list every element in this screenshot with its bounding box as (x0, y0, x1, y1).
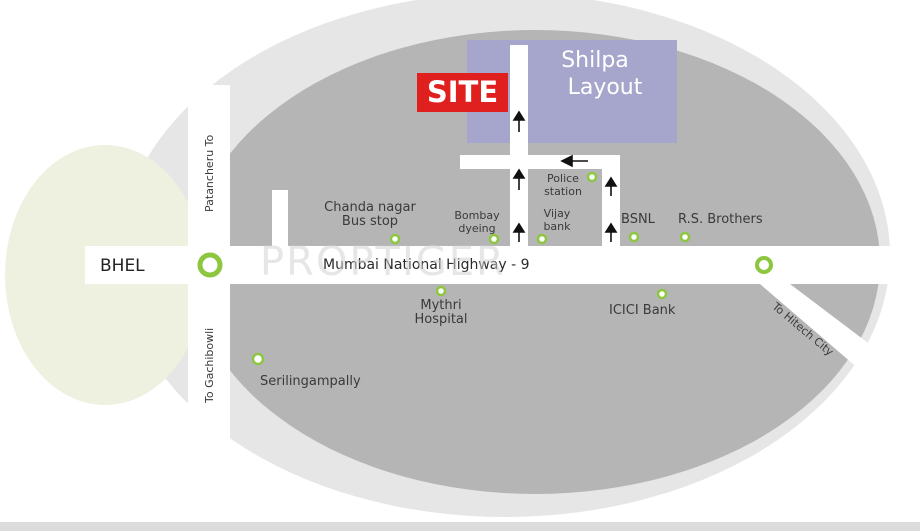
marker-bombay-dyeing (488, 233, 500, 245)
label-serilingampally: Serilingampally (260, 374, 361, 389)
label-vijay-bank-l1: Vijay (543, 207, 571, 220)
arrow-up-5 (604, 222, 618, 242)
arrow-up-3 (512, 222, 526, 242)
label-bombay-dyeing-l2: dyeing (458, 222, 496, 235)
label-rs-brothers: R.S. Brothers (678, 212, 763, 227)
road-right-branch (602, 155, 620, 246)
label-chanda-nagar-l1: Chanda nagar (324, 200, 416, 215)
highway-label: Mumbai National Highway - 9 (323, 257, 530, 273)
label-icici: ICICI Bank (609, 303, 676, 318)
arrow-up-1 (512, 110, 526, 132)
marker-police-station (586, 171, 598, 183)
arrow-up-2 (512, 168, 526, 190)
label-vijay-bank-l2: bank (543, 220, 571, 233)
road-cross (460, 155, 620, 169)
label-mythri-l2: Hospital (414, 312, 468, 327)
marker-rs-brothers (679, 231, 691, 243)
watermark: PROPTIGER (260, 239, 506, 285)
arrow-up-4 (604, 176, 618, 196)
label-police-station-l1: Police (547, 172, 579, 185)
marker-mythri (435, 285, 447, 297)
road-stub (272, 190, 288, 246)
origin-label: BHEL (100, 256, 145, 276)
site-label: SITE (426, 75, 499, 109)
project-name-line1: Shilpa (561, 48, 629, 73)
road-hitech-city (760, 284, 880, 370)
label-police-station-l2: station (544, 185, 582, 198)
label-bsnl: BSNL (621, 212, 655, 227)
bottom-strip (0, 522, 920, 531)
marker-chanda-nagar (389, 233, 401, 245)
direction-patancheru: Patancheru To (203, 134, 216, 212)
road-site-main (510, 45, 528, 246)
marker-vijay-bank (536, 233, 548, 245)
site-badge (417, 73, 508, 112)
marker-serilingampally (251, 352, 265, 366)
label-chanda-nagar-l2: Bus stop (341, 214, 399, 229)
marker-bhel (197, 252, 223, 278)
arrow-left (560, 154, 588, 168)
marker-icici (656, 288, 668, 300)
marker-hitech-junction (755, 256, 773, 274)
project-name-line2: Layout (567, 75, 643, 100)
direction-gachibowli: To Gachibowli (203, 327, 216, 403)
marker-bsnl (628, 231, 640, 243)
label-mythri-l1: Mythri (420, 298, 462, 313)
label-bombay-dyeing-l1: Bombay (454, 209, 500, 222)
